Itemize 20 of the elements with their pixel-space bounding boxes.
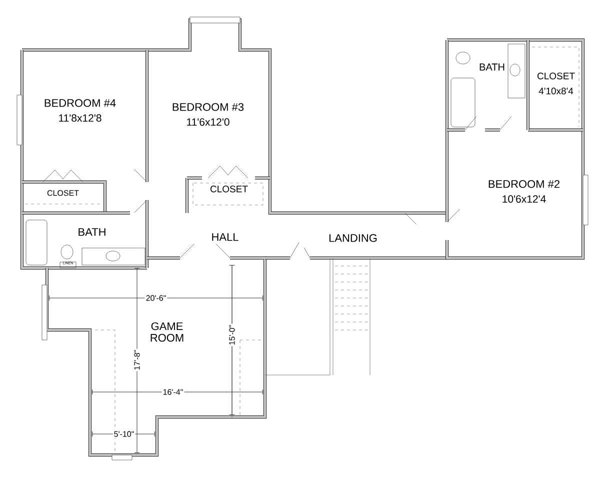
- room-label: CLOSET: [537, 72, 575, 80]
- dimension-label: 20'-6": [144, 294, 168, 302]
- dimension-label: 17'-8": [133, 348, 141, 372]
- room-label: LANDING: [329, 234, 377, 242]
- room-label: BEDROOM #2: [488, 180, 560, 188]
- room-dimensions: 11'6x12'0: [187, 118, 230, 126]
- room-label: BEDROOM #3: [172, 103, 244, 111]
- dimension-label: 16'-4": [162, 388, 184, 396]
- room-dimensions: 11'8x12'8: [59, 114, 102, 122]
- room-label: BATH: [78, 228, 106, 236]
- room-label: CLOSET: [47, 190, 79, 196]
- dimension-label: 5'-10": [112, 430, 136, 438]
- room-label: BATH: [480, 64, 504, 70]
- room-dimensions: 10'6x12'4: [502, 195, 546, 203]
- room-label: GAME ROOM: [150, 322, 184, 342]
- dimension-label: 15'-0": [228, 324, 236, 346]
- room-label: CLOSET: [210, 186, 248, 192]
- room-label: HALL: [212, 233, 238, 241]
- room-dimensions: 4'10x8'4: [538, 88, 574, 94]
- room-label: BEDROOM #4: [44, 99, 116, 107]
